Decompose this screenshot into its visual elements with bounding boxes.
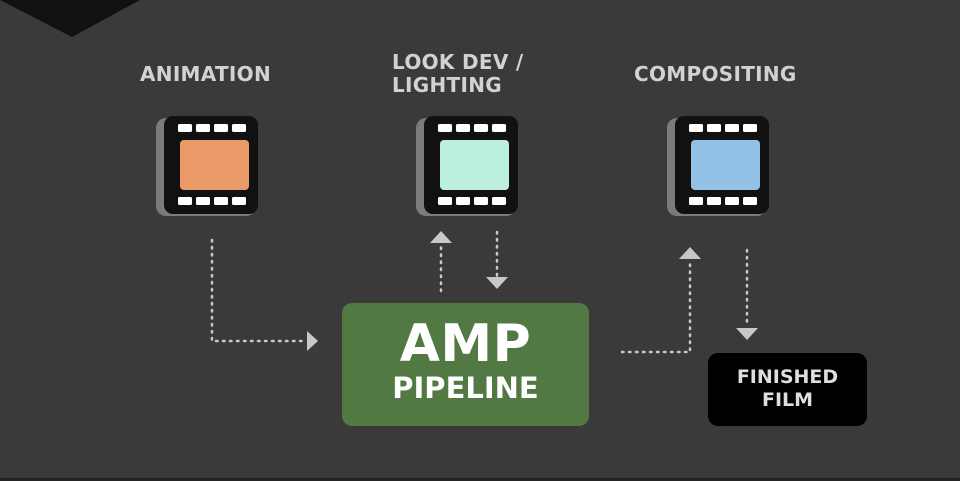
connector-animation-to-pipeline — [210, 238, 306, 343]
arrowhead-into-pipeline — [307, 331, 318, 351]
stage-label-lookdev-line-2: LIGHTING — [392, 73, 502, 97]
film-frame-icon-compositing — [667, 116, 769, 216]
stage-label-compositing: COMPOSITING — [634, 62, 797, 86]
connector-pipeline-to-compositing — [620, 258, 692, 354]
finished-film-line-2: FILM — [761, 389, 814, 411]
finished-film-line-1: FINISHED — [736, 366, 839, 388]
bottom-strip — [0, 478, 960, 481]
stage-label-lookdev-lighting: LOOK DEV / LIGHTING — [392, 51, 524, 97]
film-frame-icon-animation — [156, 116, 258, 216]
arrowhead-up-compositing — [679, 247, 701, 259]
amp-pipeline-box: AMP PIPELINE — [342, 303, 589, 426]
stage-label-lookdev-line-1: LOOK DEV / — [392, 50, 524, 74]
film-frame-icon-lookdev — [416, 116, 518, 216]
film-screen-compositing — [691, 140, 760, 190]
corner-triangle-decoration — [0, 0, 140, 37]
stage-label-animation: ANIMATION — [140, 62, 272, 86]
amp-subtitle: PIPELINE — [392, 371, 539, 405]
film-screen-animation — [180, 140, 249, 190]
arrowhead-up-lookdev — [430, 231, 452, 243]
arrowhead-down-finished — [736, 328, 758, 340]
arrowhead-down-pipeline — [486, 277, 508, 289]
film-screen-lookdev — [440, 140, 509, 190]
amp-title: AMP — [399, 314, 532, 374]
finished-film-box: FINISHED FILM — [708, 353, 867, 426]
